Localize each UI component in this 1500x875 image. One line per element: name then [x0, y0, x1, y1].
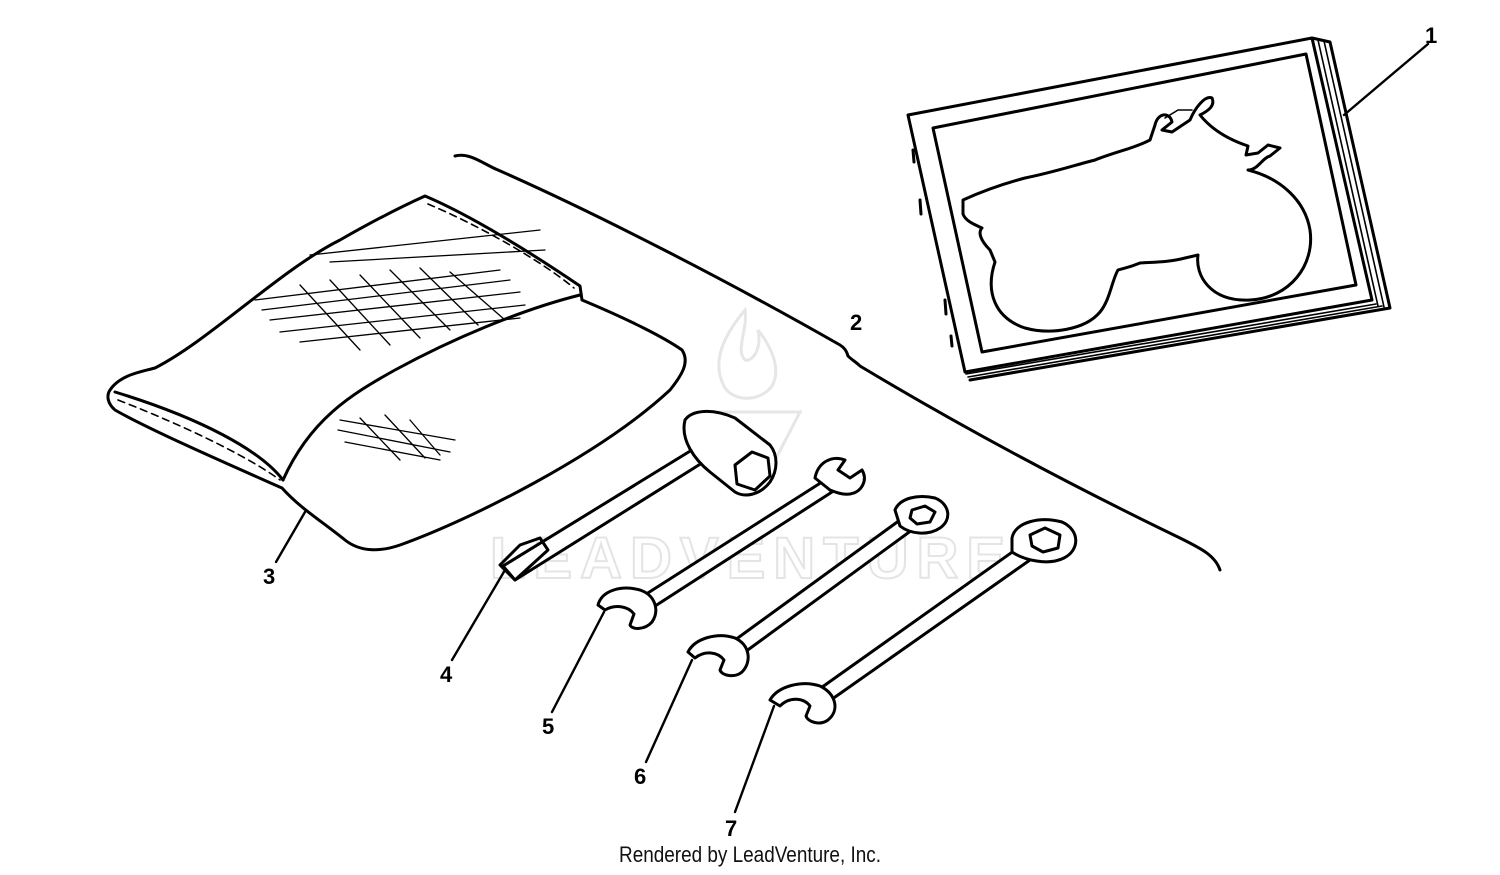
open-end-wrench-5: [596, 456, 866, 630]
callout-4: 4: [440, 662, 453, 687]
leader-3: [274, 510, 307, 564]
leader-4: [450, 568, 507, 662]
leader-7: [733, 704, 776, 814]
socket-wrench: [498, 410, 778, 582]
callout-2: 2: [850, 310, 862, 335]
combination-wrench-6: [686, 495, 950, 678]
callouts: 1 2 3 4 5 6 7: [263, 23, 1437, 841]
callout-1: 1: [1425, 23, 1437, 48]
callout-6: 6: [634, 764, 646, 789]
leader-1: [1342, 42, 1430, 117]
tool-kit-bracket: [453, 153, 1222, 572]
leader-5: [550, 610, 606, 714]
callout-5: 5: [542, 714, 554, 739]
leader-lines: [274, 42, 1430, 814]
owners-manual: [906, 36, 1392, 382]
leader-6: [644, 658, 694, 764]
footer-credit: Rendered by LeadVenture, Inc.: [619, 842, 881, 867]
callout-7: 7: [725, 816, 737, 841]
callout-3: 3: [263, 564, 275, 589]
tool-bag: [106, 194, 687, 552]
combination-wrench-7: [768, 518, 1078, 725]
